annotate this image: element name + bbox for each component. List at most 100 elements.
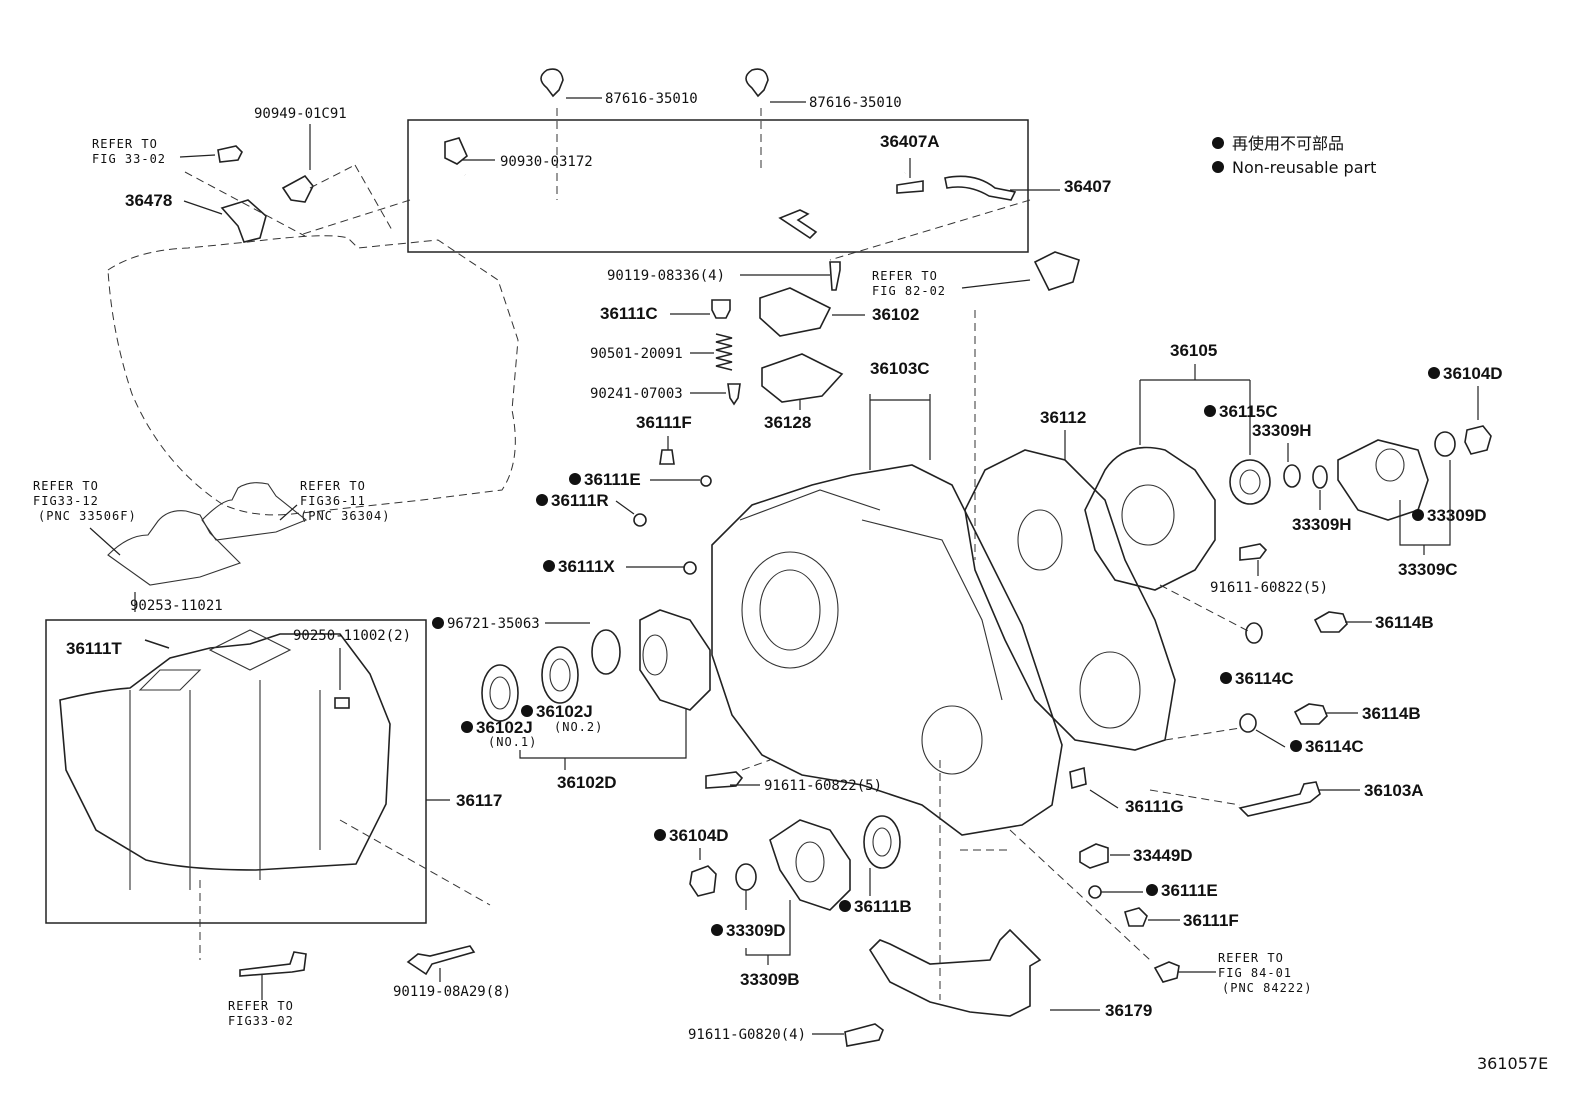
label-36104D-a: 36104D: [1443, 364, 1503, 383]
oil-seal-icon[interactable]: [863, 815, 901, 869]
label-36105: 36105: [1170, 341, 1217, 360]
plug-icon[interactable]: [1313, 611, 1348, 633]
legend: 再使用不可部品 Non-reusable part: [1212, 134, 1376, 177]
rear-case-icon[interactable]: [639, 609, 711, 711]
nut-icon[interactable]: [1464, 425, 1492, 455]
dowel-pin-icon[interactable]: [334, 697, 350, 709]
rear-cover-icon[interactable]: [1084, 446, 1216, 591]
clamp-icon[interactable]: [745, 68, 769, 98]
washer-icon[interactable]: [1434, 431, 1456, 457]
label-36128: 36128: [764, 413, 811, 432]
label-36102: 36102: [872, 305, 919, 324]
label-36111R: 36111R: [551, 491, 609, 510]
label-36102J-1: 36102J: [476, 718, 533, 737]
bearing-icon[interactable]: [541, 646, 579, 704]
bolt-icon[interactable]: [705, 771, 744, 789]
figure-id: 361057E: [1477, 1054, 1548, 1073]
gasket-icon[interactable]: [633, 513, 647, 527]
refer-text: FIG33-12: [33, 494, 99, 508]
clamp-icon[interactable]: [540, 68, 564, 98]
label-36478: 36478: [125, 191, 172, 210]
front-flange-icon[interactable]: [769, 819, 851, 911]
plug-icon[interactable]: [1079, 843, 1109, 869]
washer-icon[interactable]: [1283, 464, 1301, 488]
o-ring-icon[interactable]: [1312, 465, 1328, 489]
housing-box: [45, 619, 427, 924]
hose-joint-icon[interactable]: [896, 180, 924, 194]
refer-text: REFER TO: [92, 137, 158, 151]
label-90501-20091: 90501-20091: [590, 346, 683, 362]
oil-seal-icon[interactable]: [1229, 459, 1271, 505]
shift-cover-icon[interactable]: [759, 287, 832, 337]
non-reusable-dot-icon: [461, 721, 473, 733]
label-36111T: 36111T: [66, 639, 122, 658]
transfer-bracket-icon[interactable]: [868, 928, 1042, 1017]
hose-icon[interactable]: [944, 175, 1017, 201]
refer-text: REFER TO: [1218, 951, 1284, 965]
nut-icon[interactable]: [689, 865, 717, 897]
bolt-icon[interactable]: [1238, 781, 1321, 817]
bolt-icon[interactable]: [217, 145, 243, 163]
label-36407A: 36407A: [880, 132, 940, 151]
non-reusable-dot-icon: [569, 473, 581, 485]
gasket-icon[interactable]: [761, 353, 844, 403]
pin-icon[interactable]: [1069, 766, 1087, 790]
front-case-icon[interactable]: [964, 449, 1176, 751]
label-33309D-a: 33309D: [1427, 506, 1487, 525]
washer-icon[interactable]: [735, 863, 757, 891]
ball-icon[interactable]: [727, 383, 741, 406]
gasket-icon[interactable]: [1245, 622, 1263, 644]
label-36114C-a: 36114C: [1235, 669, 1294, 688]
refer-text: FIG36-11: [300, 494, 366, 508]
bolt-icon[interactable]: [829, 261, 841, 291]
label-36111F-b: 36111F: [1183, 911, 1239, 930]
plug-icon[interactable]: [1124, 907, 1148, 927]
non-reusable-dot-icon: [839, 900, 851, 912]
clip-icon[interactable]: [281, 174, 314, 203]
refer-text: FIG33-02: [228, 1014, 294, 1028]
label-90250-11002: 90250-11002(2): [293, 628, 411, 644]
plug-icon[interactable]: [1293, 703, 1328, 725]
plug-icon[interactable]: [1153, 961, 1180, 983]
label-36103A: 36103A: [1364, 781, 1424, 800]
o-ring-icon[interactable]: [591, 629, 621, 675]
non-reusable-dot-icon: [521, 705, 533, 717]
legend-japanese: 再使用不可部品: [1232, 134, 1344, 153]
label-87616-35010-a: 87616-35010: [605, 91, 698, 107]
bolt-icon[interactable]: [239, 951, 307, 977]
refer-text: (PNC 84222): [1222, 981, 1312, 995]
label-36117: 36117: [456, 791, 502, 810]
transfer-case-icon[interactable]: [711, 464, 1063, 836]
gasket-icon[interactable]: [683, 561, 697, 575]
extension-housing-icon[interactable]: [59, 633, 391, 871]
bracket-icon[interactable]: [220, 199, 267, 243]
bearing-icon[interactable]: [481, 664, 519, 722]
gasket-icon[interactable]: [1239, 713, 1257, 733]
label-36111E-b: 36111E: [1161, 881, 1218, 900]
bolt-icon[interactable]: [844, 1023, 884, 1047]
label-36179: 36179: [1105, 1001, 1152, 1020]
plug-icon[interactable]: [711, 299, 731, 319]
non-reusable-dot-icon: [1204, 405, 1216, 417]
pin-icon[interactable]: [144, 639, 170, 649]
gasket-icon[interactable]: [700, 475, 712, 487]
spring-icon[interactable]: [715, 333, 733, 371]
label-36114B-a: 36114B: [1375, 613, 1434, 632]
plug-icon[interactable]: [659, 449, 675, 465]
bolt-icon[interactable]: [1239, 543, 1268, 561]
label-90241-07003: 90241-07003: [590, 386, 683, 402]
label-87616-35010-b: 87616-35010: [809, 95, 902, 111]
gasket-icon[interactable]: [1088, 885, 1102, 899]
bolt-icon[interactable]: [406, 945, 476, 976]
bracket-icon[interactable]: [1033, 251, 1080, 291]
non-reusable-dot-icon: [1412, 509, 1424, 521]
label-33309H-a: 33309H: [1252, 421, 1312, 440]
companion-flange-icon[interactable]: [1337, 439, 1429, 521]
boot-cover-icon: [201, 482, 308, 541]
label-no1: (NO.1): [488, 735, 537, 749]
breather-hose-group: [299, 68, 1060, 261]
label-36102J-2: 36102J: [536, 702, 593, 721]
non-reusable-dot-icon: [1220, 672, 1232, 684]
transmission-outline: [107, 235, 519, 516]
label-33309H-b: 33309H: [1292, 515, 1352, 534]
